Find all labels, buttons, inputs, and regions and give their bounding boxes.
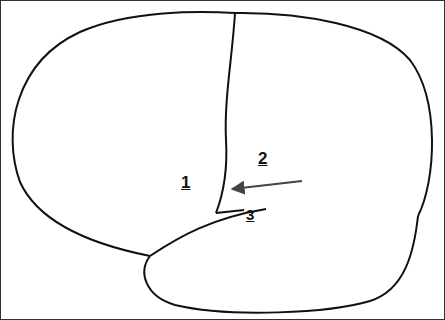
callout-number: 1 [181, 174, 190, 191]
central-sulcus [216, 13, 235, 213]
pointer-arrow [232, 181, 302, 189]
temporal-lobe-outline [144, 216, 418, 313]
lateral-fissure [216, 210, 244, 213]
cerebrum-outline [13, 12, 432, 256]
callout-number: 3 [246, 207, 254, 222]
callout-number: 2 [258, 150, 267, 167]
